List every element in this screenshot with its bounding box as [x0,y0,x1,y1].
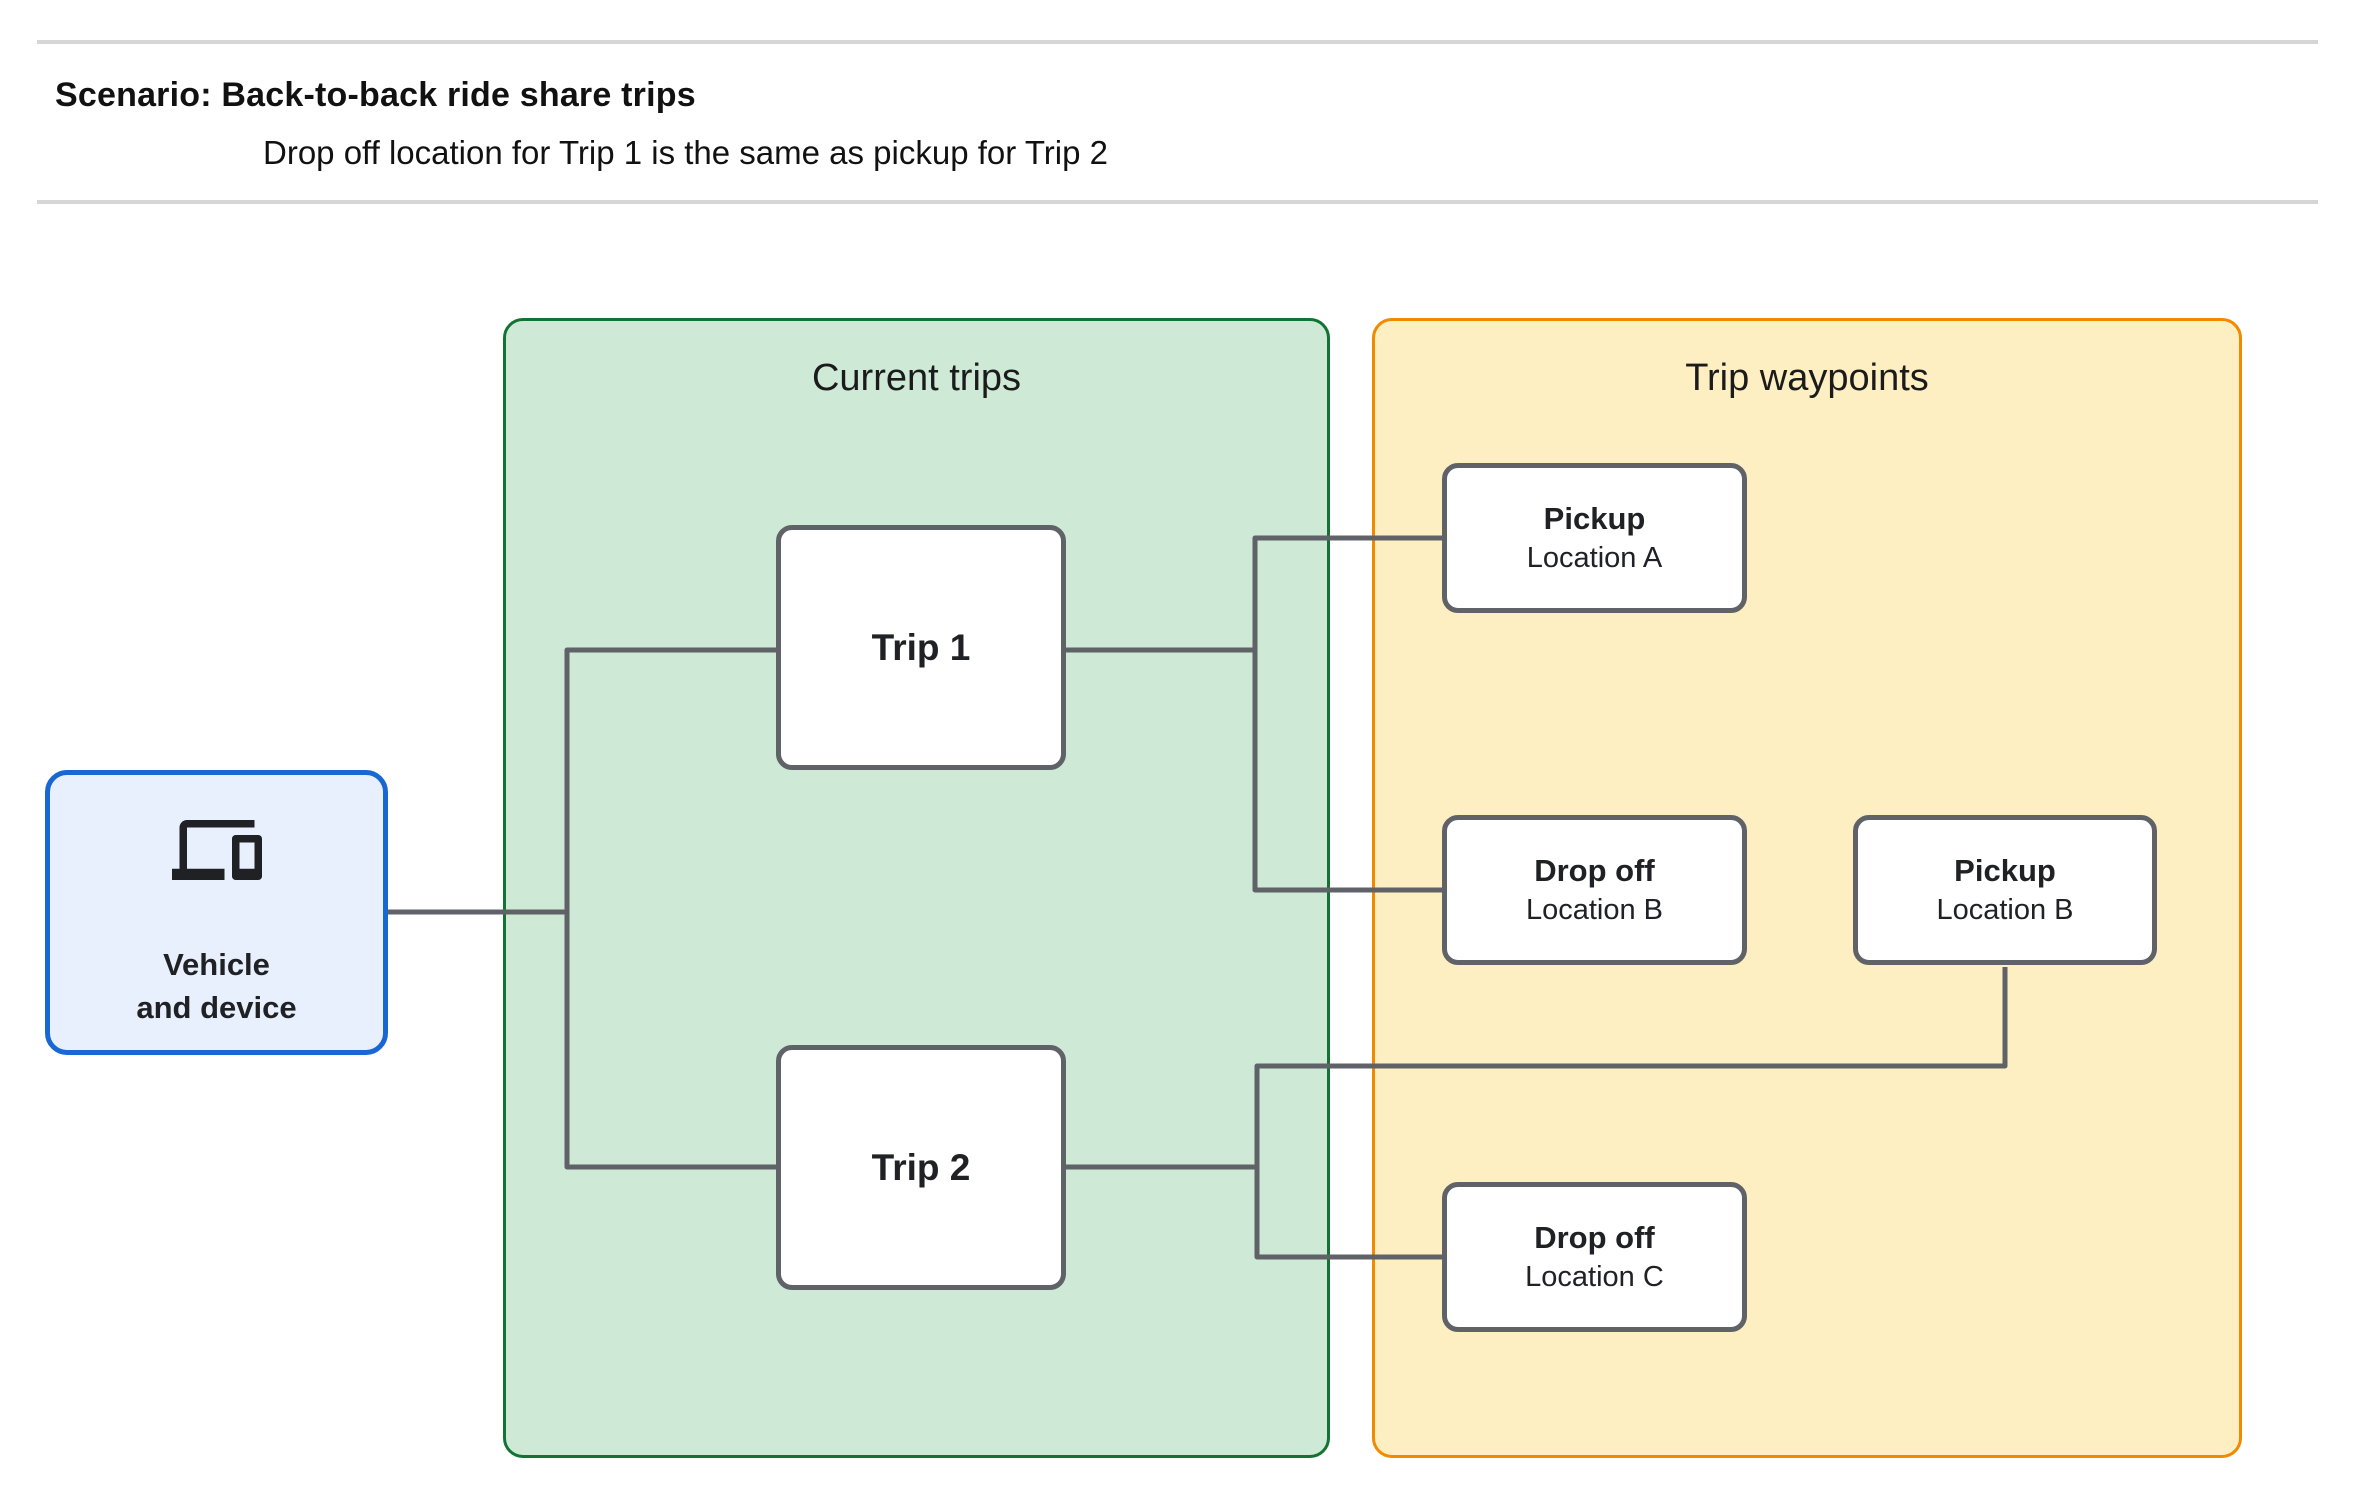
trip-waypoints-title: Trip waypoints [1685,357,1929,399]
vehicle-label-line1: Vehicle [163,947,270,982]
waypoint-type-label: Drop off [1534,1220,1655,1255]
header-divider [37,200,2318,204]
trip1-label: Trip 1 [871,626,971,668]
waypoint-location-label: Location C [1525,1261,1664,1293]
waypoint-location-label: Location B [1525,894,1664,926]
vehicle-node-label: Vehicle and device [136,943,296,1029]
devices-icon [171,820,262,880]
page-subtitle: Drop off location for Trip 1 is the same… [263,134,1108,171]
waypoint-dropoff-location-b: Drop off Location B [1442,815,1747,965]
trip2-label: Trip 2 [871,1146,971,1188]
vehicle-label-line2: and device [136,990,297,1025]
waypoint-type-label: Pickup [1954,853,2056,888]
waypoint-type-label: Pickup [1543,501,1646,536]
vehicle-and-device-node: Vehicle and device [45,770,388,1055]
trip2-node: Trip 2 [776,1045,1066,1290]
top-divider [37,40,2318,44]
waypoint-location-label: Location B [1936,894,2074,926]
page-title: Scenario: Back-to-back ride share trips [55,76,696,114]
trip1-node: Trip 1 [776,525,1066,770]
waypoint-type-label: Drop off [1534,853,1655,888]
current-trips-title: Current trips [811,357,1022,399]
waypoint-pickup-location-b: Pickup Location B [1853,815,2157,965]
waypoint-dropoff-location-c: Drop off Location C [1442,1182,1747,1332]
waypoint-location-label: Location A [1526,542,1663,574]
waypoint-pickup-location-a: Pickup Location A [1442,463,1747,613]
